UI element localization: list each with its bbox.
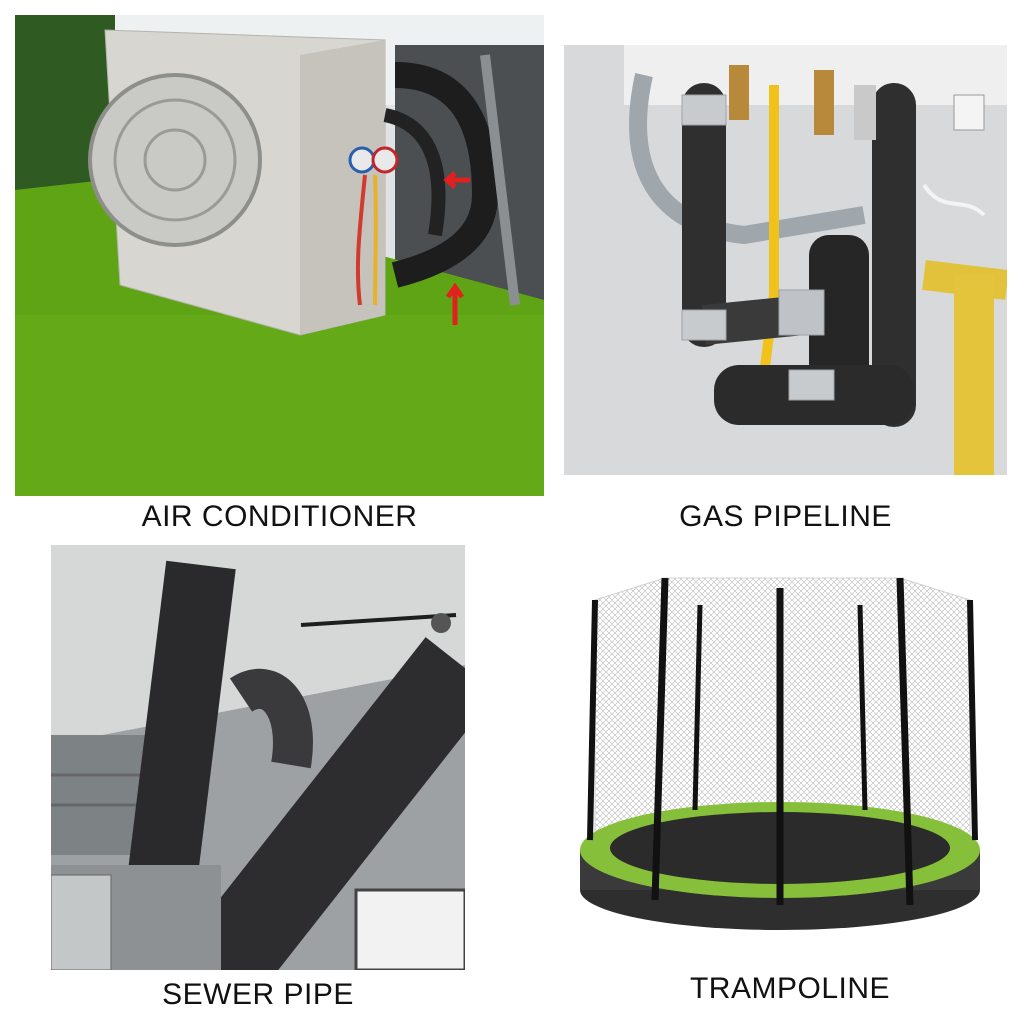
trampoline-photo <box>570 570 990 950</box>
caption-gas-pipeline: GAS PIPELINE <box>679 500 892 533</box>
caption-sewer-pipe: SEWER PIPE <box>162 978 354 1011</box>
caption-air-conditioner: AIR CONDITIONER <box>141 500 418 533</box>
air-conditioner-illustration <box>15 15 544 496</box>
sewer-pipe-photo <box>51 545 465 970</box>
sewer-pipe-illustration <box>51 545 465 970</box>
caption-trampoline: TRAMPOLINE <box>689 972 891 1005</box>
gas-pipeline-illustration <box>564 45 1007 475</box>
air-conditioner-photo <box>15 15 544 496</box>
trampoline-illustration <box>570 570 990 950</box>
gas-pipeline-photo <box>564 45 1007 475</box>
